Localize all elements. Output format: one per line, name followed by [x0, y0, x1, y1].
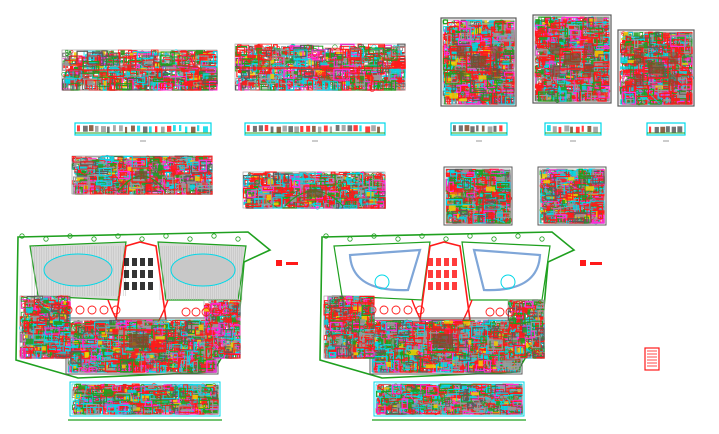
mid-plan-left [72, 155, 212, 194]
mid-plan-center [243, 172, 385, 210]
mid-plan-room-2 [538, 167, 606, 225]
upper-floor-plan-right [235, 44, 405, 92]
mid-plan-room-1 [444, 167, 512, 225]
room-plan-2 [533, 15, 611, 103]
